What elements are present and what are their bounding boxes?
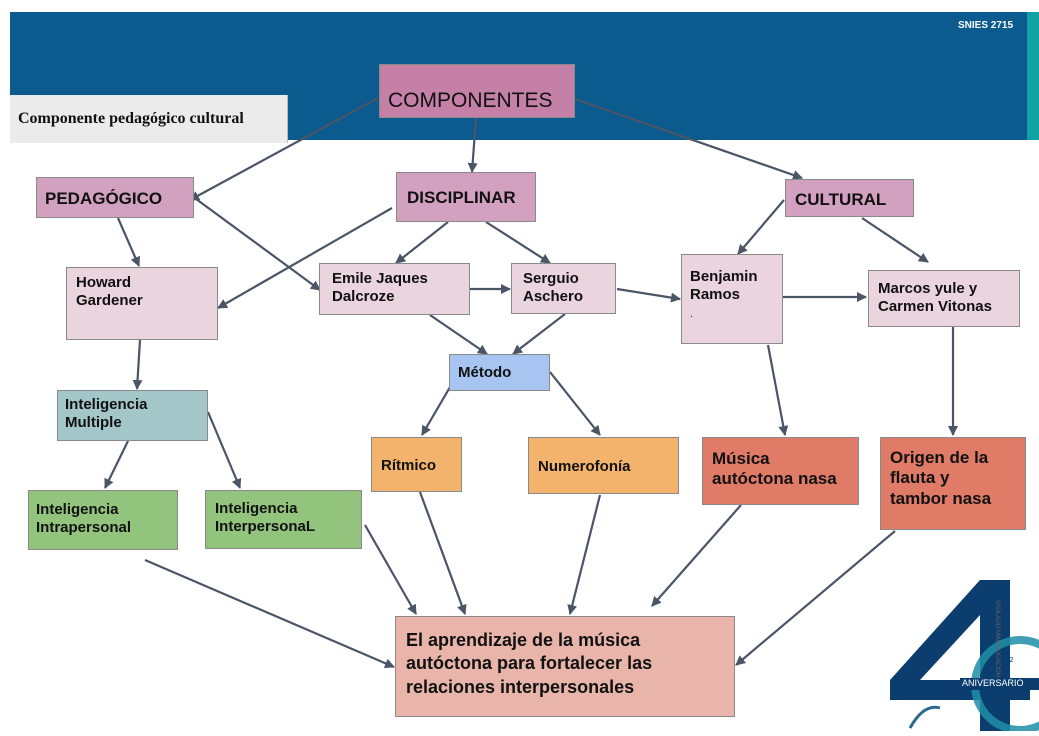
- logo-word: ANIVERSARIO: [962, 678, 1024, 688]
- arrow-componentes-cultural: [571, 96, 803, 180]
- arrow-intmultiple-intra: [104, 440, 129, 489]
- node-ritmico-label: Rítmico: [381, 457, 437, 474]
- node-musica-label: Música autóctona nasa: [712, 449, 837, 489]
- arrow-cultural-benjamin: [737, 199, 785, 255]
- node-marcos-label: Marcos yule y Carmen Vitonas: [878, 280, 992, 315]
- node-benjamin-ramos: Benjamin Ramos .: [681, 254, 783, 344]
- node-musica-autoctona: Música autóctona nasa: [702, 437, 859, 505]
- arrow-howard-intmultiple: [132, 339, 143, 390]
- arrow-intmultiple-inter: [206, 411, 242, 489]
- node-howard-label: Howard Gardener: [76, 274, 143, 309]
- node-numerofonia-label: Numerofonía: [538, 458, 631, 475]
- arrow-ritmico-aprendizaje: [418, 491, 467, 615]
- arrow-emile-metodo: [429, 314, 488, 355]
- arrow-origen-aprendizaje: [735, 530, 896, 666]
- node-cultural: CULTURAL: [785, 179, 914, 217]
- node-benjamin-label: Benjamin Ramos: [690, 268, 758, 303]
- arrow-serguio-metodo: [512, 313, 566, 355]
- node-benjamin-dot: .: [690, 309, 693, 320]
- node-componentes: COMPONENTES: [379, 64, 575, 118]
- node-disciplinar-label: DISCIPLINAR: [407, 188, 516, 207]
- node-emile-dalcroze: Emile Jaques Dalcroze: [319, 263, 470, 315]
- arrow-benjamin-musica: [766, 344, 789, 436]
- arrow-pedagogico-howard: [116, 217, 141, 267]
- node-metodo-label: Método: [458, 364, 512, 381]
- node-ritmico: Rítmico: [371, 437, 462, 492]
- logo-end-year: 2022: [998, 693, 1014, 700]
- node-aprendizaje-label: El aprendizaje de la música autóctona pa…: [406, 630, 653, 697]
- node-inteligencia-intrapersonal: Inteligencia Intrapersonal: [28, 490, 178, 550]
- node-inteligencia-interpersonal: Inteligencia InterpersonaL: [205, 490, 362, 549]
- node-pedagogico-label: PEDAGÓGICO: [45, 189, 163, 208]
- snies-code: SNIES 2715: [958, 20, 1014, 31]
- arrow-numerofonia-aprendizaje: [567, 494, 602, 615]
- node-disciplinar: DISCIPLINAR: [396, 172, 536, 222]
- slide-title: Componente pedagógico cultural: [10, 95, 288, 143]
- arrow-disciplinar-emile: [395, 221, 449, 264]
- node-serguio-label: Serguio Aschero: [523, 270, 584, 305]
- arrow-metodo-numerofonia: [549, 371, 601, 436]
- arrow-musica-aprendizaje: [651, 504, 742, 607]
- node-inter-label: Inteligencia InterpersonaL: [215, 500, 316, 535]
- node-marcos-carmen: Marcos yule y Carmen Vitonas: [868, 270, 1020, 327]
- node-inteligencia-multiple: Inteligencia Multiple: [57, 390, 208, 441]
- node-serguio-aschero: Serguio Aschero: [511, 263, 616, 314]
- node-intra-label: Inteligencia Intrapersonal: [36, 501, 132, 536]
- arrow-serguio-benjamin: [616, 287, 681, 303]
- arrow-disciplinar-howard: [217, 207, 393, 309]
- node-metodo: Método: [449, 354, 550, 391]
- anniversary-logo: 1982 ANIVERSARIO 2022: [880, 560, 1039, 734]
- node-pedagogico: PEDAGÓGICO: [36, 177, 194, 218]
- node-origen-flauta: Origen de la flauta y tambor nasa: [880, 437, 1026, 530]
- node-componentes-label: COMPONENTES: [388, 89, 553, 112]
- arrow-disciplinar-serguio: [485, 221, 551, 264]
- arrow-componentes-pedagogico: [189, 97, 379, 201]
- logo-start-year: 1982: [998, 657, 1014, 664]
- arrow-cultural-marcos: [861, 217, 929, 263]
- node-emile-label: Emile Jaques Dalcroze: [332, 270, 428, 305]
- arrow-componentes-disciplinar: [467, 117, 478, 173]
- vigilado-text: VIGILADO MINEDUCACIÓN: [994, 600, 1000, 678]
- node-origen-label: Origen de la flauta y tambor nasa: [890, 448, 992, 508]
- node-aprendizaje: El aprendizaje de la música autóctona pa…: [395, 616, 735, 717]
- arrow-inter-aprendizaje: [364, 524, 417, 615]
- node-cultural-label: CULTURAL: [795, 190, 887, 209]
- header-accent-bar: [1027, 12, 1039, 140]
- arrow-pedagogico-emile: [191, 195, 321, 291]
- node-intmultiple-label: Inteligencia Multiple: [65, 396, 148, 431]
- node-howard-gardener: Howard Gardener: [66, 267, 218, 340]
- arrow-intra-aprendizaje: [144, 558, 395, 669]
- node-numerofonia: Numerofonía: [528, 437, 679, 494]
